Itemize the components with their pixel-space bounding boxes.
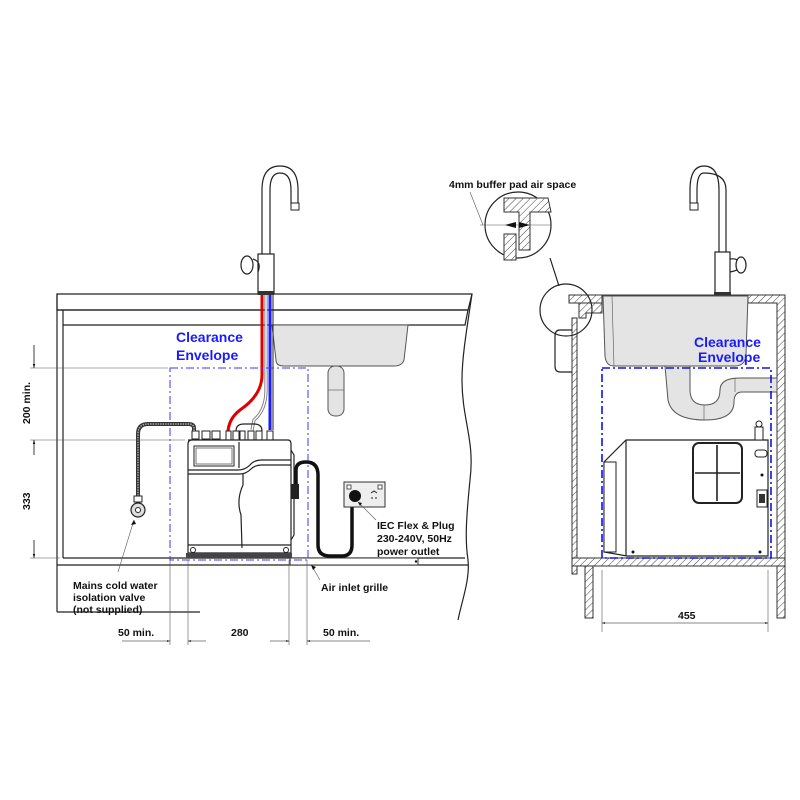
valve-callout-line3: (not supplied) bbox=[73, 604, 142, 616]
inlet-hose bbox=[117, 422, 196, 573]
horizontal-dimensions: 50 min. 280 50 min. bbox=[118, 560, 370, 645]
dim-200-min: 200 min. bbox=[21, 382, 33, 424]
plug-callout-line2: 230-240V, 50Hz bbox=[377, 533, 452, 545]
clearance-label-front-line2: Envelope bbox=[176, 347, 238, 363]
plug-callout-line1: IEC Flex & Plug bbox=[377, 520, 455, 532]
clearance-label-side-line1: Clearance bbox=[694, 334, 761, 350]
dim-280: 280 bbox=[231, 627, 249, 639]
clearance-label-front-line1: Clearance bbox=[176, 329, 243, 345]
side-view: Clearance Envelope bbox=[449, 165, 786, 632]
side-cabinet bbox=[554, 294, 786, 619]
valve-callout-line1: Mains cold water bbox=[73, 580, 158, 592]
power-cable bbox=[291, 460, 354, 558]
tap-front bbox=[240, 165, 300, 295]
clearance-envelope-front: Clearance Envelope bbox=[169, 329, 309, 561]
dim-455: 455 bbox=[678, 610, 696, 622]
buffer-pad-callout: 4mm buffer pad air space bbox=[449, 179, 576, 191]
tap-side bbox=[689, 165, 747, 295]
width-dimension: 455 bbox=[601, 570, 769, 632]
dim-50-min-left: 50 min. bbox=[118, 627, 154, 639]
sink-side bbox=[602, 295, 778, 421]
sink bbox=[271, 324, 409, 417]
boiling-water-unit-side bbox=[603, 420, 769, 557]
power-outlet-icon bbox=[343, 481, 386, 521]
dim-333: 333 bbox=[21, 492, 33, 510]
clearance-label-side-line2: Envelope bbox=[698, 349, 760, 365]
isolation-valve-icon bbox=[130, 495, 146, 518]
hot-water-line bbox=[226, 295, 264, 437]
grille-callout: Air inlet grille bbox=[321, 582, 388, 594]
water-lines bbox=[226, 295, 274, 437]
clearance-envelope-side: Clearance Envelope bbox=[601, 334, 772, 559]
vertical-dimensions: 200 min. 333 bbox=[21, 345, 185, 559]
air-inlet-grille bbox=[289, 557, 419, 566]
front-view: Clearance Envelope bbox=[21, 165, 473, 645]
valve-callout-line2: isolation valve bbox=[73, 592, 146, 604]
plug-callout-line3: power outlet bbox=[377, 546, 440, 558]
cabinet-break-line bbox=[457, 293, 473, 621]
boiling-water-unit-front bbox=[186, 423, 295, 558]
buffer-pad-detail: 4mm buffer pad air space bbox=[449, 179, 593, 337]
dim-50-min-right: 50 min. bbox=[323, 627, 359, 639]
